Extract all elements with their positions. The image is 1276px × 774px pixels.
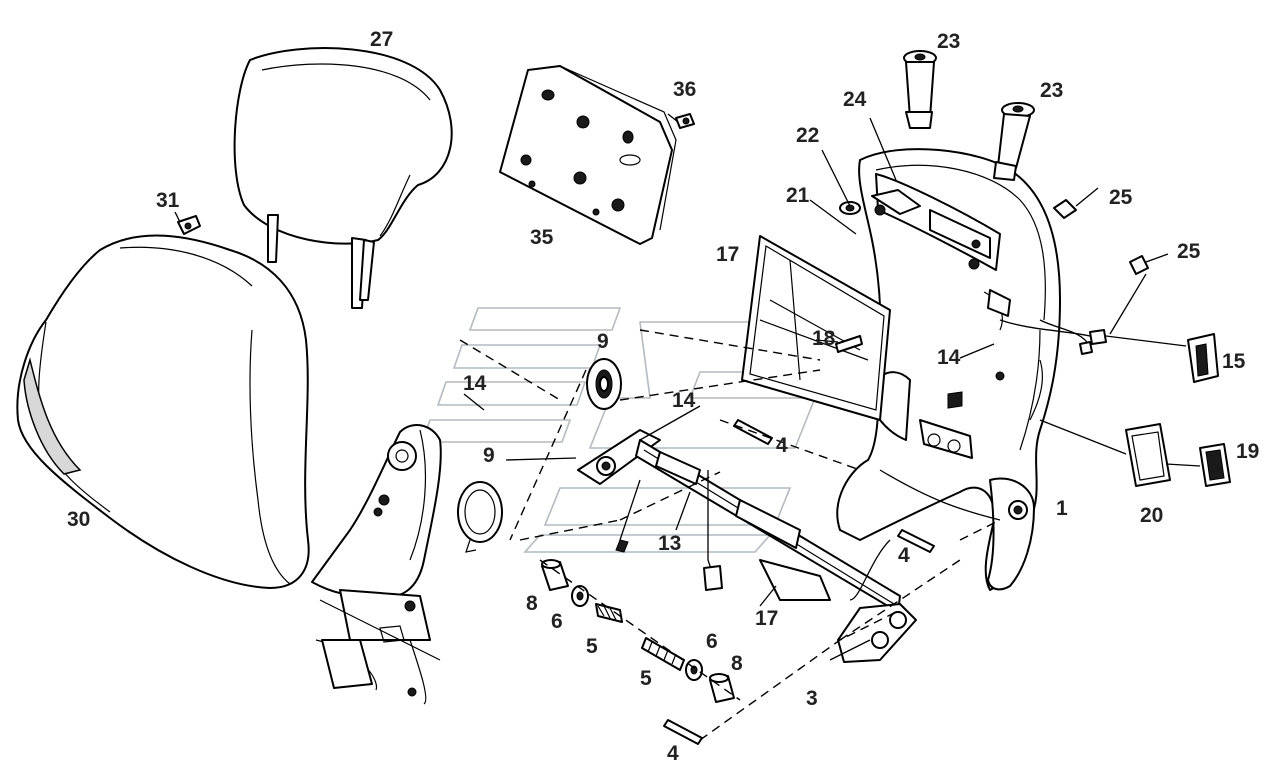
label-36: 36 [673,78,696,101]
label-25-lower: 25 [1177,240,1201,263]
panel-clip-36-part[interactable] [675,113,695,129]
label-8-left: 8 [526,592,538,615]
back-cushion-part[interactable] [16,234,310,589]
switch-housing-20-part[interactable] [1125,423,1171,487]
washer-6-left-part[interactable] [571,585,589,607]
bolt-5-upper-part[interactable] [595,603,623,623]
label-13: 13 [658,532,681,555]
label-14-center: 14 [672,389,696,412]
clip-25-lower-part[interactable] [1129,253,1169,275]
label-14-left: 14 [463,372,487,395]
label-3: 3 [806,687,818,710]
label-14-right: 14 [937,346,961,369]
headrest-part[interactable] [233,47,453,309]
label-5-upper: 5 [586,635,598,658]
label-35: 35 [530,226,554,249]
screw-4-bottom-part[interactable] [663,719,703,745]
label-4-right: 4 [898,544,910,567]
label-25-upper: 25 [1109,186,1133,209]
label-27: 27 [370,28,393,51]
washer-6-right-part[interactable] [685,659,703,681]
bushing-8-right-part[interactable] [709,673,735,703]
label-17-lower: 17 [755,607,778,630]
label-21: 21 [786,184,810,207]
clip-25-upper-part[interactable] [1053,187,1099,219]
label-9-lower: 9 [483,444,495,467]
label-6-right: 6 [706,630,718,653]
part-number-labels: 1 3 4 4 4 5 5 6 6 8 8 9 9 13 14 14 14 15… [67,28,1259,765]
recliner-mechanism-part[interactable] [577,429,917,663]
cushion-clip-31-part[interactable] [177,215,201,235]
label-6-left: 6 [551,610,563,633]
label-23-right: 23 [1040,79,1063,102]
label-24: 24 [843,88,867,111]
label-15: 15 [1222,350,1246,373]
label-22: 22 [796,124,819,147]
back-panel-part[interactable] [499,65,677,245]
label-8-right: 8 [731,652,743,675]
label-9-upper: 9 [597,330,609,353]
switch-19-part[interactable] [1199,443,1231,487]
grommet-22-part[interactable] [839,201,861,215]
label-17-upper: 17 [716,243,739,266]
headrest-guide-23-left-part[interactable] [903,50,937,129]
inner-board-17-part[interactable] [741,235,891,421]
leader-lines [174,113,1201,661]
pulley-9-upper-part[interactable] [586,358,622,410]
screw-4-right-part[interactable] [897,529,935,553]
spring-ring-9-lower-part[interactable] [457,481,503,553]
label-20: 20 [1140,504,1163,527]
bushing-8-left-part[interactable] [541,559,569,591]
label-5-lower: 5 [640,667,652,690]
label-1: 1 [1056,497,1068,520]
wiring-harness-part[interactable] [849,319,1107,601]
label-19: 19 [1236,440,1259,463]
label-18: 18 [812,327,836,350]
label-30: 30 [67,508,90,531]
seat-back-frame-part[interactable] [836,148,1061,591]
bolt-5-lower-part[interactable] [641,637,685,671]
switch-15-part[interactable] [1187,333,1219,383]
side-trim-left-part[interactable] [311,424,442,705]
headrest-guide-23-right-part[interactable] [993,102,1035,181]
label-4-bottom: 4 [667,742,679,765]
assembly-dashed-lines [459,329,1001,741]
bolt-18-part[interactable] [835,335,863,353]
label-23-left: 23 [937,30,960,53]
label-4-upper: 4 [776,434,788,457]
label-31: 31 [156,189,180,212]
